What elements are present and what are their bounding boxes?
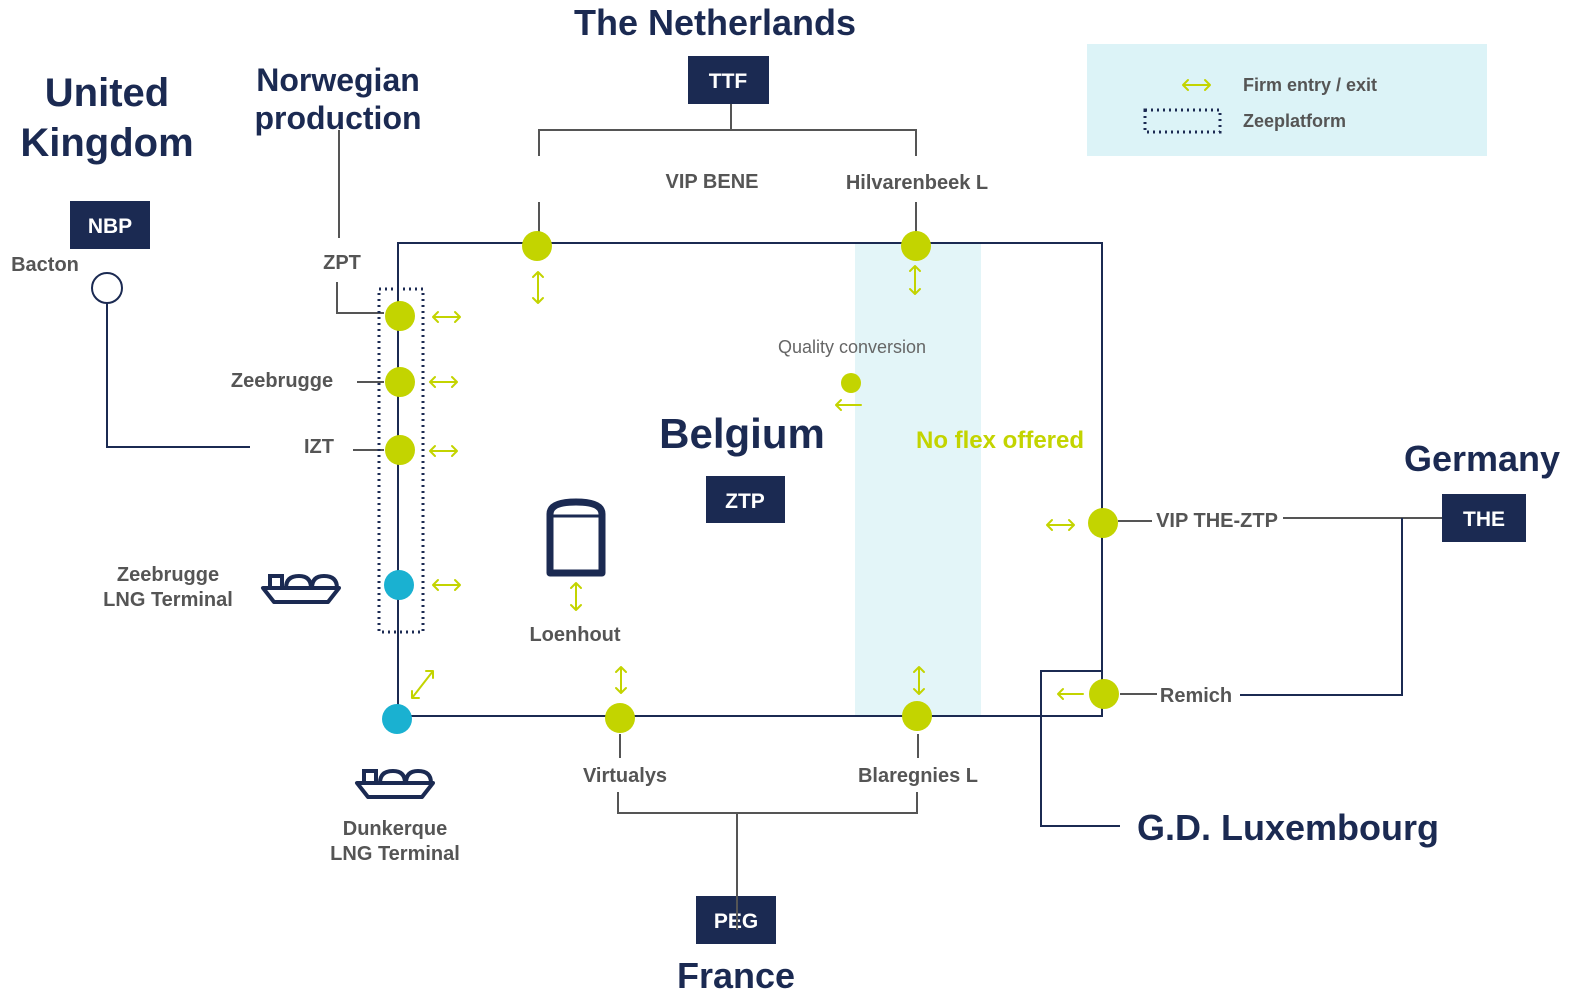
hub-ttf[interactable]: TTF [688,56,769,104]
label-remich: Remich [1160,685,1232,707]
label-vip-bene: VIP BENE [666,171,759,193]
zeebrugge-lng-point[interactable] [384,570,414,600]
hub-ttf-label: TTF [709,70,748,93]
country-netherlands: The Netherlands [574,2,856,43]
label-no-flex-offered: No flex offered [916,427,1084,454]
germany-remich-line [1240,518,1403,696]
izt-arrow-icon [429,445,458,457]
zpt-connector [336,282,384,314]
legend: Firm entry / exit Zeeplatform [1087,44,1487,156]
loenhout-arrow-icon [570,582,582,611]
remich-point[interactable] [1089,679,1119,709]
quality-conversion-point[interactable] [841,373,861,393]
label-bacton: Bacton [11,254,79,276]
netherlands-bracket [538,104,917,156]
storage-tank-icon [546,498,606,577]
hub-ztp[interactable]: ZTP [706,476,785,523]
norway-line1: Norwegian [256,62,420,98]
blaregnies-arrow-icon [913,666,925,695]
no-flex-zone [855,243,981,716]
label-virtualys: Virtualys [583,765,667,787]
label-zpt: ZPT [323,252,361,274]
dunkerque-lng-point[interactable] [382,704,412,734]
label-dunkerque-lng-line1: Dunkerque [343,818,447,840]
label-loenhout: Loenhout [529,624,620,646]
luxembourg-line [1040,670,1120,827]
zeebrugge-lng-ship-icon [261,573,341,604]
label-vip-the-ztp: VIP THE-ZTP [1156,510,1278,532]
remich-arrow-icon [1057,688,1084,700]
country-uk-line1: United [45,71,169,115]
country-france: France [677,955,795,996]
hub-the-label: THE [1463,508,1505,531]
izt-point[interactable] [385,435,415,465]
hilvarenbeek-point[interactable] [901,231,931,261]
country-belgium: Belgium [659,410,825,457]
label-blaregnies: Blaregnies L [858,765,978,787]
vip-bene-arrow-icon [532,271,544,304]
vip-bene-point[interactable] [522,231,552,261]
label-zeebrugge-lng-line1: Zeebrugge [117,564,219,586]
dunkerque-lng-arrow-icon [411,670,434,699]
legend-firm-entry-exit: Firm entry / exit [1243,75,1377,95]
zpt-point[interactable] [385,301,415,331]
label-zeebrugge-lng-line2: LNG Terminal [103,589,233,611]
zeebrugge-lng-arrow-icon [432,579,461,591]
label-quality-conversion: Quality conversion [778,337,926,357]
label-hilvarenbeek: Hilvarenbeek L [846,172,988,194]
dotted-box-icon [1143,108,1222,134]
belgium-network-boundary [397,242,1103,717]
blaregnies-point[interactable] [902,701,932,731]
label-zeebrugge: Zeebrugge [231,370,333,392]
norway-line2: production [254,100,421,136]
country-germany: Germany [1404,438,1560,479]
bacton-node [91,272,123,304]
zpt-arrow-icon [432,311,461,323]
virtualys-arrow-icon [615,666,627,694]
legend-zeeplatform: Zeeplatform [1243,111,1346,131]
dunkerque-lng-ship-icon [355,768,435,799]
label-izt: IZT [304,436,334,458]
hub-nbp[interactable]: NBP [70,201,150,249]
quality-conversion-arrow-icon [835,399,862,411]
vip-the-ztp-arrow-icon [1046,519,1075,531]
hub-ztp-label: ZTP [725,490,765,513]
double-arrow-icon [1182,79,1211,91]
country-uk-line2: Kingdom [20,121,193,165]
hub-the[interactable]: THE [1442,494,1526,542]
country-luxembourg: G.D. Luxembourg [1137,807,1439,848]
vip-the-ztp-point[interactable] [1088,508,1118,538]
bacton-izt-line [106,303,250,448]
hub-nbp-label: NBP [88,215,132,238]
legend-background [1087,44,1487,156]
zeebrugge-point[interactable] [385,367,415,397]
hilvarenbeek-arrow-icon [909,265,921,295]
label-dunkerque-lng-line2: LNG Terminal [330,843,460,865]
virtualys-point[interactable] [605,703,635,733]
zeeplatform-box [377,287,425,634]
zeebrugge-arrow-icon [429,376,458,388]
